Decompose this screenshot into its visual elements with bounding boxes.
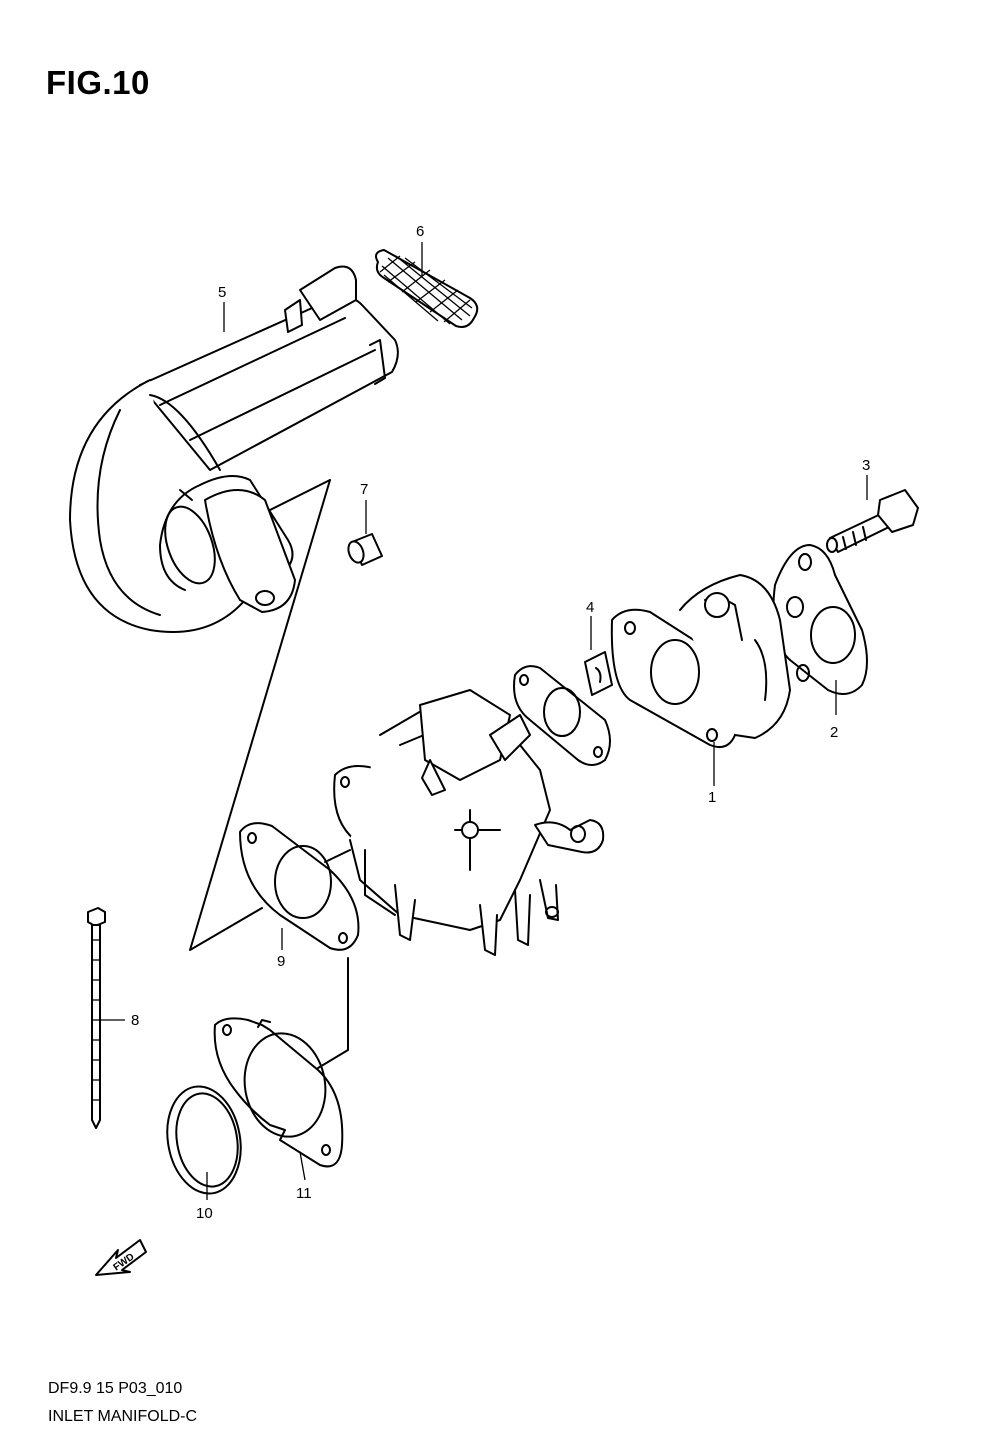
assembly-lines (189, 479, 351, 1069)
callout-10: 10 (196, 1205, 213, 1222)
leader-lines (100, 242, 868, 1200)
callout-5: 5 (218, 284, 226, 301)
part-3-bolt (826, 489, 919, 553)
callout-3: 3 (862, 457, 870, 474)
callout-labels: 1 2 3 4 5 6 7 8 9 10 11 (131, 223, 870, 1222)
callout-6: 6 (416, 223, 424, 240)
figure-title: FIG.10 (46, 64, 150, 101)
part-11-plate (213, 1017, 344, 1168)
fwd-arrow: FWD (95, 1239, 147, 1276)
callout-2: 2 (830, 724, 838, 741)
figure-caption: INLET MANIFOLD-C (48, 1408, 198, 1425)
callout-4: 4 (586, 599, 594, 616)
part-4-clip (584, 651, 613, 696)
part-7-collar (347, 533, 383, 566)
part-6-screen (375, 249, 479, 328)
part-1-inlet-manifold (610, 574, 791, 748)
part-9-gasket (239, 822, 360, 951)
callout-8: 8 (131, 1012, 139, 1029)
part-2-gasket (772, 544, 868, 695)
callout-7: 7 (360, 481, 368, 498)
callout-9: 9 (277, 953, 285, 970)
model-code: DF9.9 15 P03_010 (48, 1380, 183, 1397)
part-5-silencer (69, 265, 399, 633)
part-10-oring (166, 1085, 242, 1195)
gasket-middle (513, 665, 611, 766)
callout-1: 1 (708, 789, 716, 806)
part-8-cable-tie (87, 907, 106, 1129)
carburetor (333, 689, 605, 956)
callout-11: 11 (296, 1185, 312, 1202)
